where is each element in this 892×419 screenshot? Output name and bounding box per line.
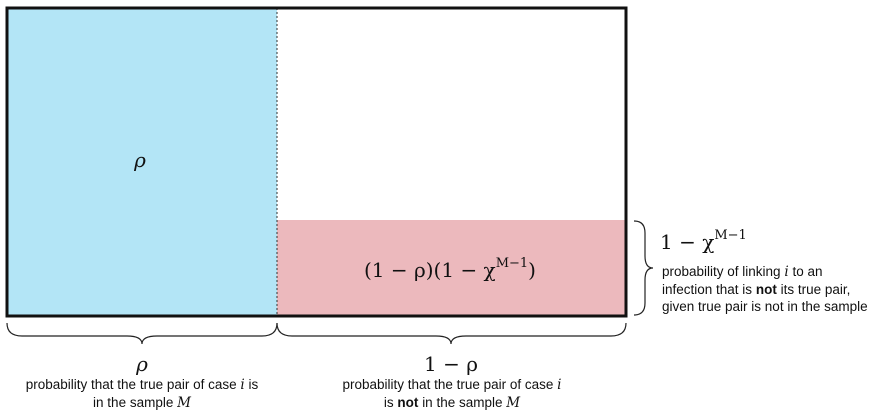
right-value-base: 1 − χ xyxy=(660,230,715,254)
right-annotation-text: probability of linking i to an infection… xyxy=(662,263,892,315)
bottom-right-line-2: is not in the sample M xyxy=(383,395,521,411)
bottom-right-line-1: probability that the true pair of case i xyxy=(342,377,562,393)
sampled-region xyxy=(7,8,277,316)
bottom-left-brace xyxy=(6,322,278,345)
right-line-3: given true pair is not in the sample xyxy=(662,299,868,314)
right-line-2: infection that is not its true pair, xyxy=(662,282,851,297)
bottom-right-value: 1 − ρ xyxy=(424,352,478,376)
mislink-region xyxy=(277,220,626,316)
bottom-left-value: ρ xyxy=(136,352,148,376)
mislink-exponent: M−1 xyxy=(495,256,529,271)
right-value-exponent: M−1 xyxy=(714,228,747,243)
left-region-label: ρ xyxy=(120,148,160,172)
mislink-expression: (1 − ρ)(1 − χ xyxy=(364,258,496,282)
right-line-1: probability of linking i to an xyxy=(662,264,823,280)
mislink-close: ) xyxy=(528,258,536,282)
right-brace xyxy=(633,220,654,316)
rho-symbol: ρ xyxy=(134,148,146,172)
right-annotation-value: 1 − χM−1 xyxy=(660,228,747,254)
bottom-right-brace xyxy=(276,322,627,345)
bottom-left-line-2: in the sample M xyxy=(93,395,191,411)
bottom-left-text: probability that the true pair of case i… xyxy=(7,376,277,412)
mislink-region-label: (1 − ρ)(1 − χM−1) xyxy=(300,256,600,282)
bottom-left-line-1: probability that the true pair of case i… xyxy=(25,377,259,393)
outer-border xyxy=(5,6,628,318)
bottom-right-text: probability that the true pair of case i… xyxy=(307,376,597,412)
